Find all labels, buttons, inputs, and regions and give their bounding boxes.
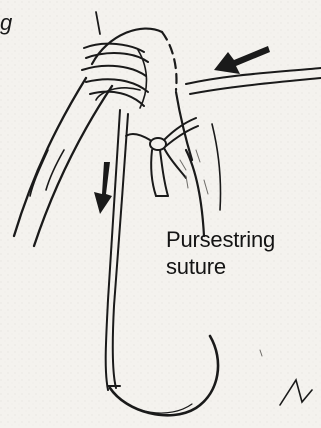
caption-line-2: suture [166,253,306,280]
pursestring-suture-label: Pursestring suture [166,226,306,280]
corner-glyph: g [0,10,13,35]
caption-line-1: Pursestring [166,226,306,253]
